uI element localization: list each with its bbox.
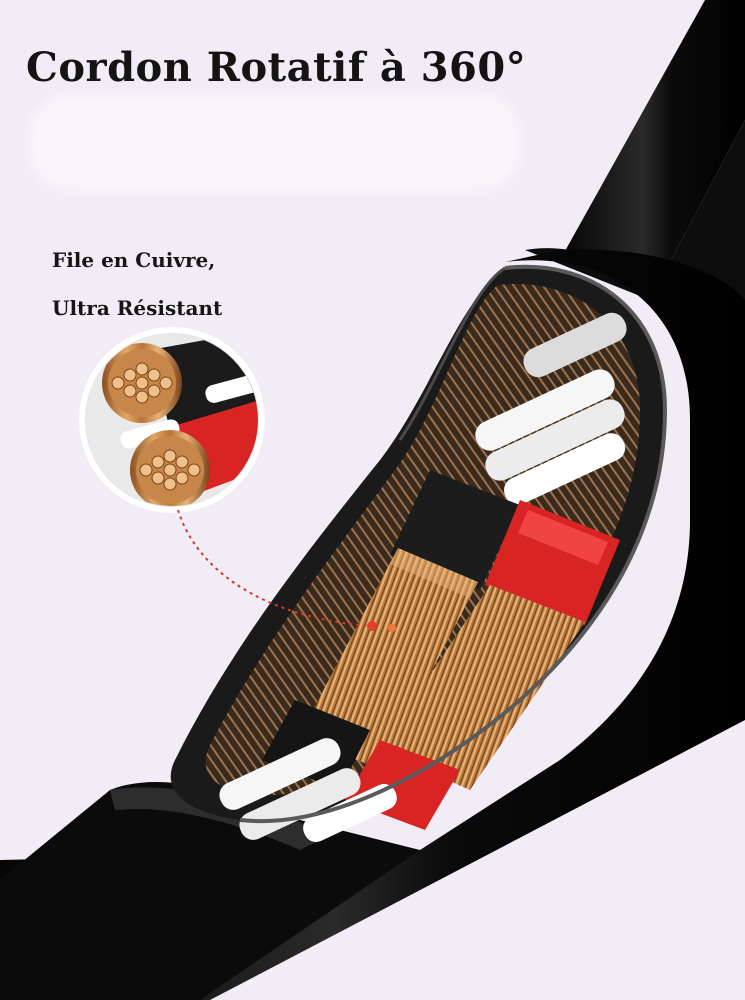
callout-line-2: Ultra Résistant — [52, 296, 223, 320]
page-title: Cordon Rotatif à 360° — [26, 44, 527, 91]
copper-wire-callout: File en Cuivre, Ultra Résistant — [52, 236, 302, 332]
callout-line-1: File en Cuivre, — [52, 248, 216, 272]
title-backdrop — [30, 95, 520, 190]
copper-strand-zoom-icon — [79, 327, 265, 513]
